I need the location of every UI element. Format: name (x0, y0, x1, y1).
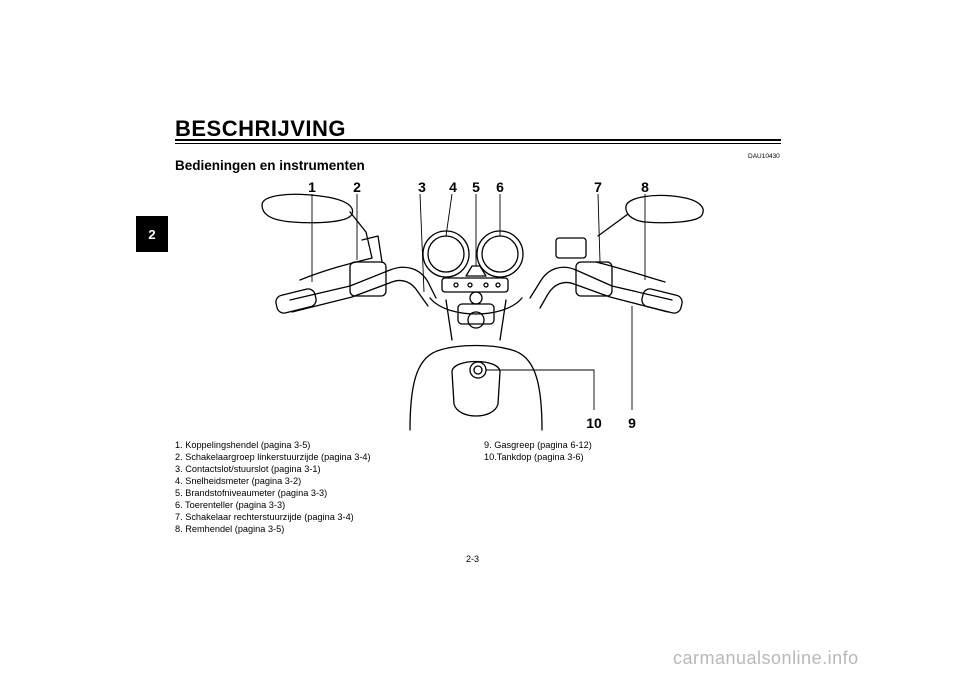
fuel-cap-area (451, 360, 501, 417)
callout-10: 10 (586, 415, 602, 431)
document-code: DAU10430 (748, 153, 780, 160)
ignition-switch (469, 291, 483, 305)
callout-1: 1 (308, 179, 316, 195)
clutch-lever (299, 257, 373, 281)
page-title: BESCHRIJVING (175, 116, 347, 141)
fuel-gauge (465, 265, 487, 277)
title-rule (175, 139, 781, 141)
callout-4: 4 (449, 179, 457, 195)
legend-item: 9. Gasgreep (pagina 6-12) (484, 440, 592, 450)
legend-item: 1. Koppelingshendel (pagina 3-5) (175, 440, 311, 450)
callout-2: 2 (353, 179, 361, 195)
fuel-tank (409, 344, 543, 431)
right-switch-housing (575, 261, 613, 297)
callout-9: 9 (628, 415, 636, 431)
legend-list-left: 1. Koppelingshendel (pagina 3-5) 2. Scha… (175, 439, 371, 535)
speedometer (422, 230, 470, 278)
callout-8: 8 (641, 179, 649, 195)
right-handlebar (529, 266, 673, 301)
legend-list-right: 9. Gasgreep (pagina 6-12) 10.Tankdop (pa… (484, 439, 592, 463)
page-number: 2-3 (466, 554, 480, 564)
callout-7: 7 (594, 179, 602, 195)
left-mirror (261, 193, 354, 224)
legend-item: 3. Contactslot/stuurslot (pagina 3-1) (175, 464, 321, 474)
callout-6: 6 (496, 179, 504, 195)
brake-lever (595, 261, 666, 283)
legend-item: 10.Tankdop (pagina 3-6) (484, 452, 584, 462)
title-rule-thin (175, 143, 781, 144)
callout-5: 5 (472, 179, 480, 195)
watermark[interactable]: carmanualsonline.info (673, 648, 859, 668)
motorcycle-controls-illustration: 1 2 3 4 5 6 7 8 9 10 (261, 179, 704, 431)
left-handlebar (289, 266, 437, 301)
legend-item: 2. Schakelaargroep linkerstuurzijde (pag… (175, 452, 371, 462)
legend-item: 6. Toerenteller (pagina 3-3) (175, 500, 286, 510)
left-switch-housing (349, 261, 387, 297)
legend-item: 4. Snelheidsmeter (pagina 3-2) (175, 476, 302, 486)
callout-3: 3 (418, 179, 426, 195)
fuel-cap (469, 361, 487, 379)
left-grip (275, 288, 317, 314)
legend-item: 8. Remhendel (pagina 3-5) (175, 524, 285, 534)
legend-item: 7. Schakelaar rechterstuurzijde (pagina … (175, 512, 354, 522)
chapter-tab: 2 (136, 216, 168, 252)
tachometer (476, 230, 524, 278)
right-mirror (625, 194, 704, 224)
section-heading: Bedieningen en instrumenten (175, 158, 365, 173)
right-grip (641, 288, 683, 314)
legend-item: 5. Brandstofniveaumeter (pagina 3-3) (175, 488, 328, 498)
